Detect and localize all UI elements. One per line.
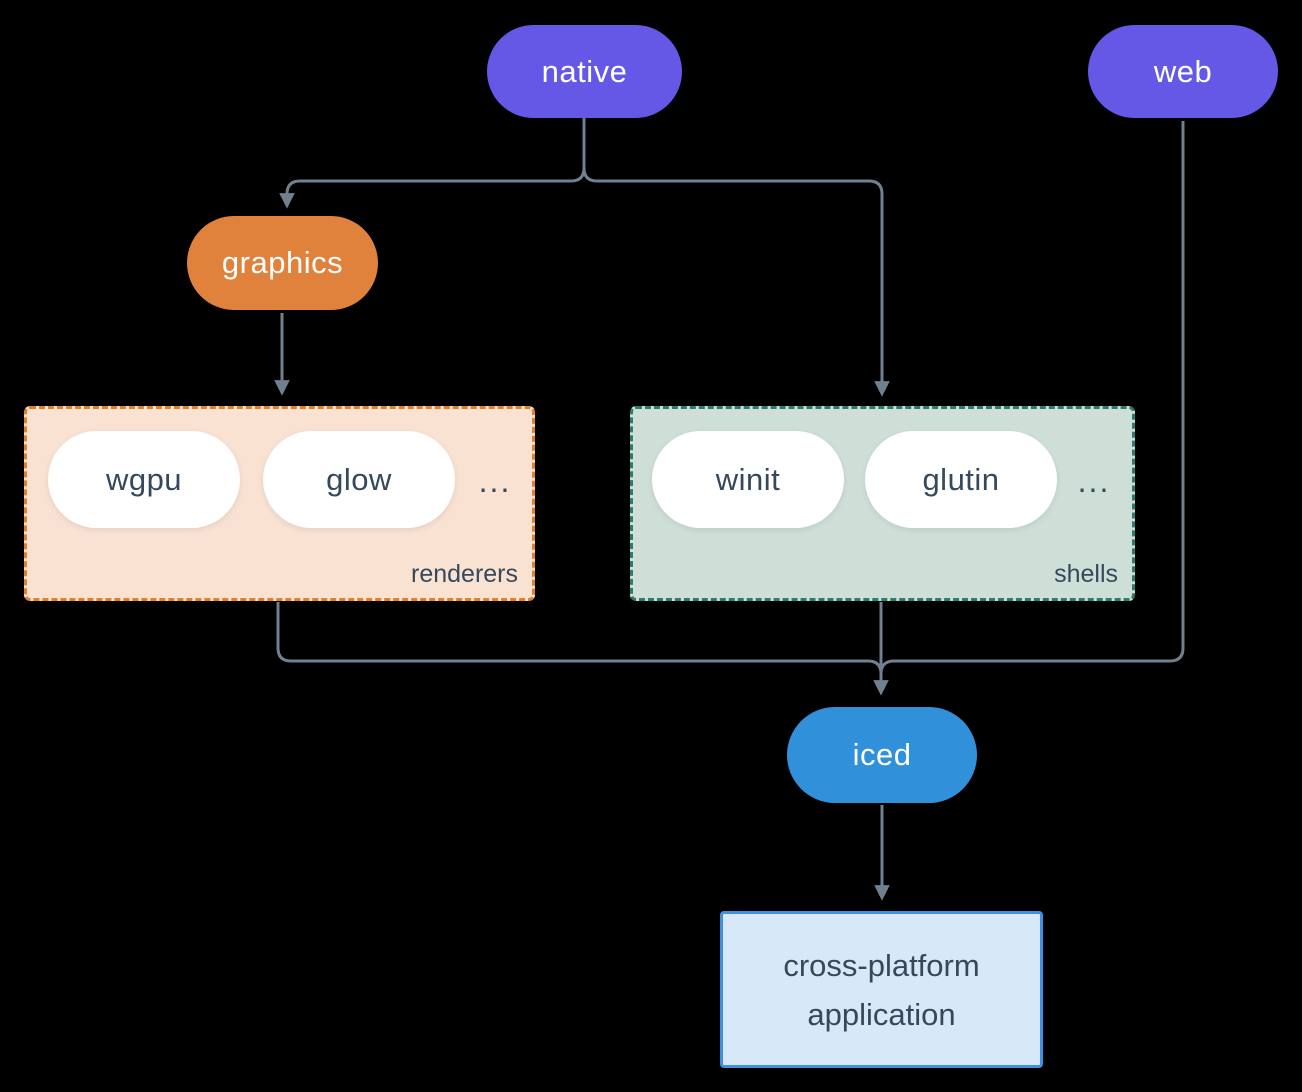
node-wgpu: wgpu xyxy=(48,431,240,528)
node-iced: iced xyxy=(787,707,977,803)
node-native: native xyxy=(487,25,682,118)
edge-native-shells xyxy=(582,167,890,397)
node-glow: glow xyxy=(263,431,455,528)
shells-group-label: shells xyxy=(1054,560,1118,588)
node-graphics: graphics xyxy=(187,216,378,310)
group-renderers: wgpu glow ... renderers xyxy=(24,406,535,601)
node-winit: winit xyxy=(652,431,844,528)
node-web: web xyxy=(1088,25,1278,118)
renderers-ellipsis: ... xyxy=(478,462,512,499)
renderers-group-label: renderers xyxy=(411,560,518,588)
shells-ellipsis: ... xyxy=(1077,462,1111,499)
group-shells: winit glutin ... shells xyxy=(630,406,1135,601)
edge-renderers-junction xyxy=(276,602,883,675)
edge-native-graphics xyxy=(279,118,586,209)
node-cross-platform-application: cross-platform application xyxy=(720,911,1043,1068)
node-glutin: glutin xyxy=(865,431,1057,528)
